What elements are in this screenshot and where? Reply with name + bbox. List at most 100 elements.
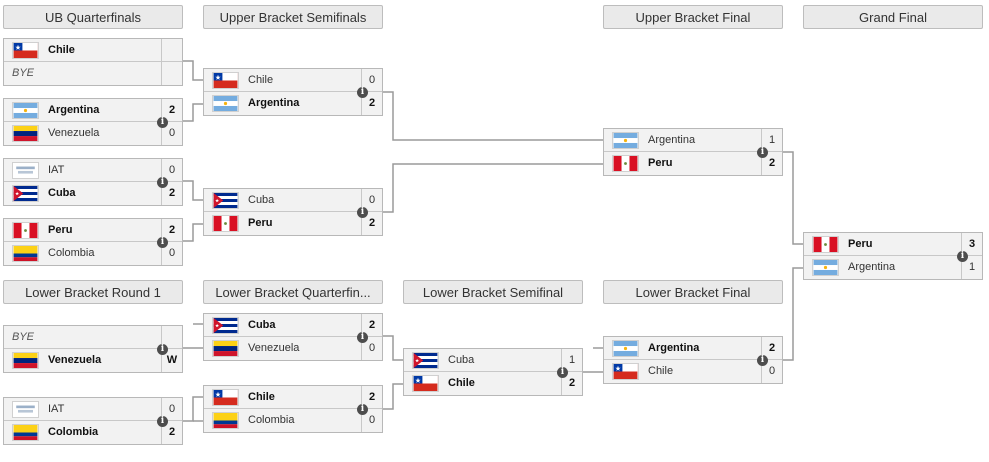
team-score: 0 xyxy=(161,242,182,265)
team-score: 3 xyxy=(961,233,982,256)
match-ubqf-2[interactable]: Argentina 2 Venezuela 0 i xyxy=(3,98,183,146)
match-lb-final[interactable]: Argentina 2 Chile 0 i xyxy=(603,336,783,384)
team-slot[interactable]: Argentina 2 xyxy=(204,92,382,115)
team-slot: BYE xyxy=(4,62,182,85)
team-name: Chile xyxy=(448,377,475,389)
team-name: Peru xyxy=(648,157,673,169)
iat-logo-icon xyxy=(12,162,39,179)
match-ubqf-4[interactable]: Peru 2 Colombia 0 i xyxy=(3,218,183,266)
team-score: 0 xyxy=(761,360,782,383)
team-slot: BYE xyxy=(4,326,182,349)
peru-flag-icon xyxy=(12,222,39,239)
match-info-icon[interactable]: i xyxy=(957,251,968,262)
team-name: Venezuela xyxy=(48,354,102,366)
team-name: Argentina xyxy=(848,261,896,273)
peru-flag-icon xyxy=(812,236,839,253)
team-slot[interactable]: Cuba 0 xyxy=(204,189,382,212)
match-lb-semifinal[interactable]: Cuba 1 Chile 2 i xyxy=(403,348,583,396)
match-ubsf-1[interactable]: Chile 0 Argentina 2 i xyxy=(203,68,383,116)
match-ubqf-3[interactable]: IAT 0 Cuba 2 i xyxy=(3,158,183,206)
match-ubqf-1[interactable]: Chile BYE xyxy=(3,38,183,86)
team-name: Peru xyxy=(48,224,73,236)
peru-flag-icon xyxy=(212,215,239,232)
team-name: Argentina xyxy=(248,97,300,109)
venezuela-flag-icon xyxy=(12,125,39,142)
team-slot[interactable]: Chile xyxy=(4,39,182,62)
team-name: Cuba xyxy=(48,187,76,199)
team-score xyxy=(161,39,182,62)
team-score: 2 xyxy=(761,337,782,360)
match-info-icon[interactable]: i xyxy=(157,344,168,355)
match-ub-final[interactable]: Argentina 1 Peru 2 i xyxy=(603,128,783,176)
team-slot[interactable]: Peru 2 xyxy=(4,219,182,242)
team-slot[interactable]: Argentina 2 xyxy=(4,99,182,122)
team-score: 2 xyxy=(361,212,382,235)
argentina-flag-icon xyxy=(812,259,839,276)
team-slot[interactable]: Colombia 0 xyxy=(204,409,382,432)
team-name: Argentina xyxy=(648,342,700,354)
team-slot[interactable]: Colombia 0 xyxy=(4,242,182,265)
header-ub-quarterfinals: UB Quarterfinals xyxy=(3,5,183,29)
team-score: 2 xyxy=(361,92,382,115)
header-ub-final: Upper Bracket Final xyxy=(603,5,783,29)
team-score: 0 xyxy=(161,398,182,421)
team-slot[interactable]: Peru 2 xyxy=(204,212,382,235)
team-name: Cuba xyxy=(248,194,275,206)
team-slot[interactable]: Peru 2 xyxy=(604,152,782,175)
team-score: 2 xyxy=(161,219,182,242)
match-info-icon[interactable]: i xyxy=(357,404,368,415)
match-info-icon[interactable]: i xyxy=(557,367,568,378)
argentina-flag-icon xyxy=(612,340,639,357)
team-slot[interactable]: Peru 3 xyxy=(804,233,982,256)
team-slot[interactable]: Argentina 2 xyxy=(604,337,782,360)
team-name: Cuba xyxy=(248,319,276,331)
team-slot[interactable]: IAT 0 xyxy=(4,398,182,421)
team-slot[interactable]: Argentina 1 xyxy=(604,129,782,152)
team-slot[interactable]: Venezuela 0 xyxy=(4,122,182,145)
team-slot[interactable]: Chile 0 xyxy=(604,360,782,383)
venezuela-flag-icon xyxy=(212,340,239,357)
team-score: 1 xyxy=(561,349,582,372)
match-grand-final[interactable]: Peru 3 Argentina 1 i xyxy=(803,232,983,280)
team-slot[interactable]: Chile 2 xyxy=(404,372,582,395)
match-info-icon[interactable]: i xyxy=(157,117,168,128)
match-info-icon[interactable]: i xyxy=(157,416,168,427)
team-name: Colombia xyxy=(48,426,99,438)
team-name: IAT xyxy=(48,403,65,415)
cuba-flag-icon xyxy=(12,185,39,202)
team-slot[interactable]: Chile 0 xyxy=(204,69,382,92)
team-score: 2 xyxy=(561,372,582,395)
team-name: Chile xyxy=(248,391,275,403)
team-score: 2 xyxy=(161,182,182,205)
venezuela-flag-icon xyxy=(12,352,39,369)
bye-label: BYE xyxy=(12,331,35,343)
match-ubsf-2[interactable]: Cuba 0 Peru 2 i xyxy=(203,188,383,236)
match-info-icon[interactable]: i xyxy=(357,87,368,98)
team-slot[interactable]: Chile 2 xyxy=(204,386,382,409)
peru-flag-icon xyxy=(612,155,639,172)
match-info-icon[interactable]: i xyxy=(757,355,768,366)
match-lbqf-1[interactable]: Cuba 2 Venezuela 0 i xyxy=(203,313,383,361)
match-lbr1-2[interactable]: IAT 0 Colombia 2 i xyxy=(3,397,183,445)
team-slot[interactable]: Colombia 2 xyxy=(4,421,182,444)
match-info-icon[interactable]: i xyxy=(157,177,168,188)
team-slot[interactable]: IAT 0 xyxy=(4,159,182,182)
team-slot[interactable]: Venezuela W xyxy=(4,349,182,372)
team-slot[interactable]: Venezuela 0 xyxy=(204,337,382,360)
match-info-icon[interactable]: i xyxy=(757,147,768,158)
match-info-icon[interactable]: i xyxy=(157,237,168,248)
team-score: 2 xyxy=(761,152,782,175)
match-lbr1-1[interactable]: BYE Venezuela W i xyxy=(3,325,183,373)
team-slot[interactable]: Cuba 1 xyxy=(404,349,582,372)
cuba-flag-icon xyxy=(412,352,439,369)
team-name: Colombia xyxy=(48,247,95,259)
bye-label: BYE xyxy=(12,67,35,79)
match-lbqf-2[interactable]: Chile 2 Colombia 0 i xyxy=(203,385,383,433)
team-slot[interactable]: Argentina 1 xyxy=(804,256,982,279)
team-score: 0 xyxy=(361,69,382,92)
team-slot[interactable]: Cuba 2 xyxy=(204,314,382,337)
match-info-icon[interactable]: i xyxy=(357,332,368,343)
team-score: 2 xyxy=(161,99,182,122)
team-slot[interactable]: Cuba 2 xyxy=(4,182,182,205)
match-info-icon[interactable]: i xyxy=(357,207,368,218)
